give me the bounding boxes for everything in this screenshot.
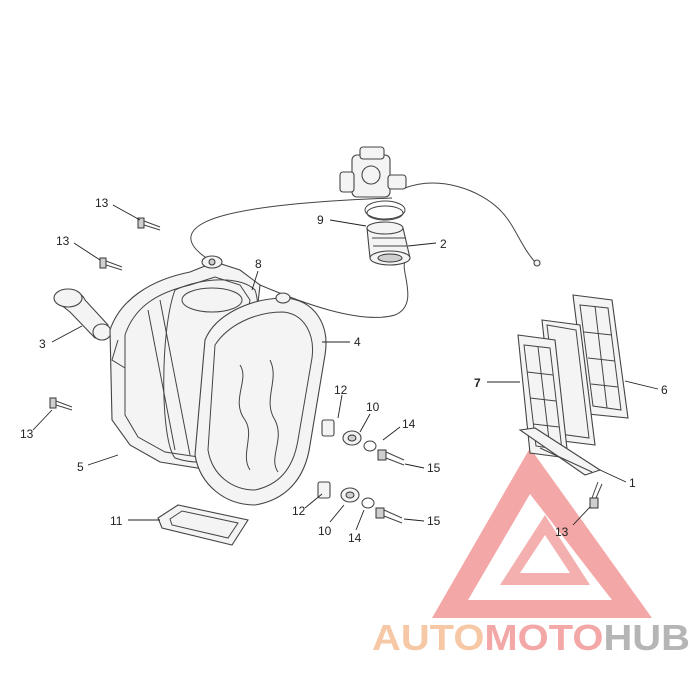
screw-13-mid (99, 257, 123, 271)
callout-6: 6 (661, 383, 668, 397)
callout-labels: 13 9 2 13 8 3 4 7 6 12 10 14 13 15 5 1 1… (20, 196, 668, 545)
screw-13-upper (137, 217, 161, 231)
callout-2: 2 (440, 237, 447, 251)
watermark-logo (432, 448, 652, 618)
callout-5: 5 (77, 460, 84, 474)
leader-lines (32, 204, 659, 531)
watermark-word-auto: AUTO (372, 617, 484, 658)
airbox-cover (194, 292, 327, 506)
callout-13-mid: 13 (56, 234, 70, 248)
intake-pipe (53, 288, 112, 341)
callout-8: 8 (255, 257, 262, 271)
carburetor (339, 146, 407, 198)
watermark-triangle-outer (432, 448, 652, 618)
callout-9: 9 (317, 213, 324, 227)
callout-15-upper: 15 (427, 461, 441, 475)
callout-10-upper: 10 (366, 400, 380, 414)
screw-13-left (49, 397, 73, 411)
callout-13-right: 13 (555, 525, 569, 539)
lower-gasket (157, 504, 249, 546)
callout-12-upper: 12 (334, 383, 348, 397)
clamp-ring (364, 200, 406, 221)
callout-14-lower: 14 (348, 531, 362, 545)
throttle-cable (404, 182, 536, 263)
callout-3: 3 (39, 337, 46, 351)
intake-boot (366, 221, 411, 266)
watermark-word-hub: HUB (603, 617, 690, 658)
watermark-triangle-inner (500, 515, 590, 585)
callout-4: 4 (354, 335, 361, 349)
callout-12-lower: 12 (292, 504, 306, 518)
callout-1: 1 (629, 476, 636, 490)
callout-11: 11 (110, 514, 123, 528)
screw-13-right (589, 481, 603, 509)
hardware-set-upper (321, 419, 405, 466)
callout-13-upper: 13 (95, 196, 109, 210)
callout-7: 7 (474, 376, 481, 390)
hardware-set-lower (317, 481, 403, 524)
cable-end (533, 259, 541, 267)
callout-10-lower: 10 (318, 524, 332, 538)
watermark-word-moto: MOTO (484, 617, 603, 658)
callout-15-lower: 15 (427, 514, 441, 528)
callout-14-upper: 14 (402, 417, 416, 431)
callout-13-left: 13 (20, 427, 34, 441)
